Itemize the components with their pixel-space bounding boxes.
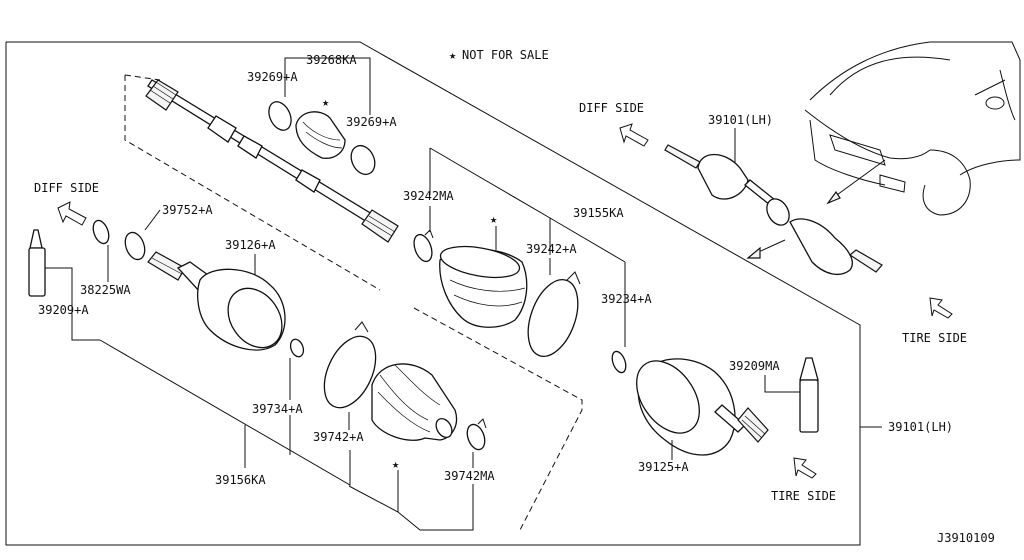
- label-tire-side-right: TIRE SIDE: [902, 331, 967, 345]
- outer-kit-dash-box: [413, 307, 583, 531]
- label-39242a: 39242+A: [526, 242, 577, 256]
- label-39209ma: 39209MA: [729, 359, 780, 373]
- label-39742a: 39742+A: [313, 430, 364, 444]
- label-39209a: 39209+A: [38, 303, 89, 317]
- boot-inner-joint: [371, 363, 458, 441]
- boot-outer-joint: [439, 245, 528, 328]
- label-39156ka: 39156KA: [215, 473, 266, 487]
- drawing-id: J3910109: [937, 531, 995, 545]
- vehicle-pointer: [829, 159, 886, 201]
- arrow-diff-side-left: [57, 201, 87, 226]
- label-39155ka: 39155KA: [573, 206, 624, 220]
- ring-39734a: [289, 338, 305, 358]
- label-39268ka: 39268KA: [306, 53, 357, 67]
- assembled-drive-shaft-small: [664, 144, 883, 276]
- legend-text-not-for-sale: NOT FOR SALE: [462, 48, 549, 62]
- arrow-tire-side-bottom: [793, 457, 817, 479]
- ring-39752a: [124, 231, 146, 261]
- label-39234a: 39234+A: [601, 292, 652, 306]
- label-diff-side-top: DIFF SIDE: [579, 101, 644, 115]
- star-marker-1: ★: [322, 95, 329, 109]
- label-39269a-top: 39269+A: [247, 70, 298, 84]
- ring-39234a: [611, 350, 627, 374]
- label-39742ma: 39742MA: [444, 469, 495, 483]
- label-39752a: 39752+A: [162, 203, 213, 217]
- label-diff-side-left: DIFF SIDE: [34, 181, 99, 195]
- band-39269a-right: [350, 144, 376, 176]
- grease-tube-39209a: [28, 229, 46, 297]
- label-39101lh-top: 39101(LH): [708, 113, 773, 127]
- band-39742ma: [466, 423, 486, 451]
- label-39242ma: 39242MA: [403, 189, 454, 203]
- label-38225wa: 38225WA: [80, 283, 131, 297]
- shaft-dash-box: [124, 75, 381, 291]
- inner-joint-39126a: [147, 251, 286, 351]
- intermediate-shaft: [145, 79, 399, 243]
- label-39126a: 39126+A: [225, 238, 276, 252]
- outer-joint-39125a: [636, 358, 769, 456]
- band-39269a-left: [268, 101, 292, 131]
- label-tire-side-bottom: TIRE SIDE: [771, 489, 836, 503]
- label-39269a-right: 39269+A: [346, 115, 397, 129]
- band-39242ma: [413, 233, 433, 263]
- label-39101lh-right: 39101(LH): [888, 420, 953, 434]
- arrow-tire-side-right: [929, 297, 953, 319]
- snap-ring-38225wa: [92, 219, 110, 245]
- star-marker-3: ★: [392, 457, 399, 471]
- label-39125a: 39125+A: [638, 460, 689, 474]
- band-39242a: [527, 279, 579, 357]
- arrow-diff-side-top: [619, 123, 649, 147]
- legend-star: ★: [449, 48, 456, 62]
- frame-outline: [5, 41, 861, 546]
- star-marker-2: ★: [490, 212, 497, 226]
- grease-tube-39209ma: [799, 357, 819, 433]
- band-39742a: [323, 335, 377, 409]
- boot-inner-small: [295, 111, 346, 159]
- label-39734a: 39734+A: [252, 402, 303, 416]
- vehicle-illustration: [804, 41, 1021, 216]
